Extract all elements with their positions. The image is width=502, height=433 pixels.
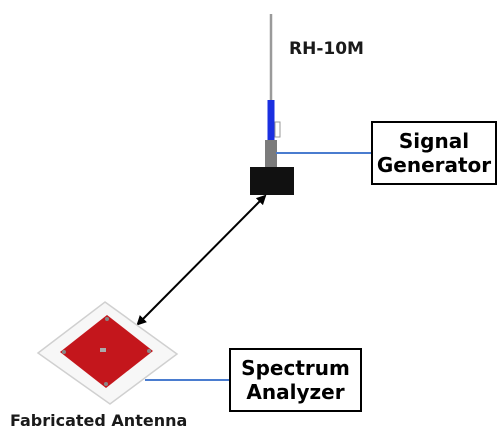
reference-antenna-label: RH-10M (289, 39, 364, 59)
distance-arrow (136, 194, 267, 326)
antenna-black-mount (250, 167, 294, 195)
antenna-patch (60, 315, 153, 388)
fabricated-antenna-label: Fabricated Antenna (10, 411, 188, 430)
spectrum-analyzer-line1: Spectrum (241, 356, 350, 380)
antenna-blue-band (267, 100, 275, 140)
spectrum-analyzer-line2: Analyzer (246, 380, 345, 404)
signal-generator-box: Signal Generator (371, 121, 497, 185)
patch-corner-top (105, 317, 109, 321)
fabricated-antenna (36, 301, 179, 405)
antenna-gray-base (265, 140, 277, 168)
patch-corner-left (62, 350, 66, 354)
signal-generator-line2: Generator (376, 153, 492, 177)
reference-antenna (250, 14, 294, 195)
patch-corner-right (147, 349, 151, 353)
patch-feed-point (100, 348, 106, 352)
spectrum-analyzer-box: Spectrum Analyzer (229, 348, 362, 412)
signal-generator-line1: Signal (398, 129, 470, 153)
patch-corner-bottom (104, 382, 108, 386)
antenna-small-bracket (274, 121, 281, 138)
